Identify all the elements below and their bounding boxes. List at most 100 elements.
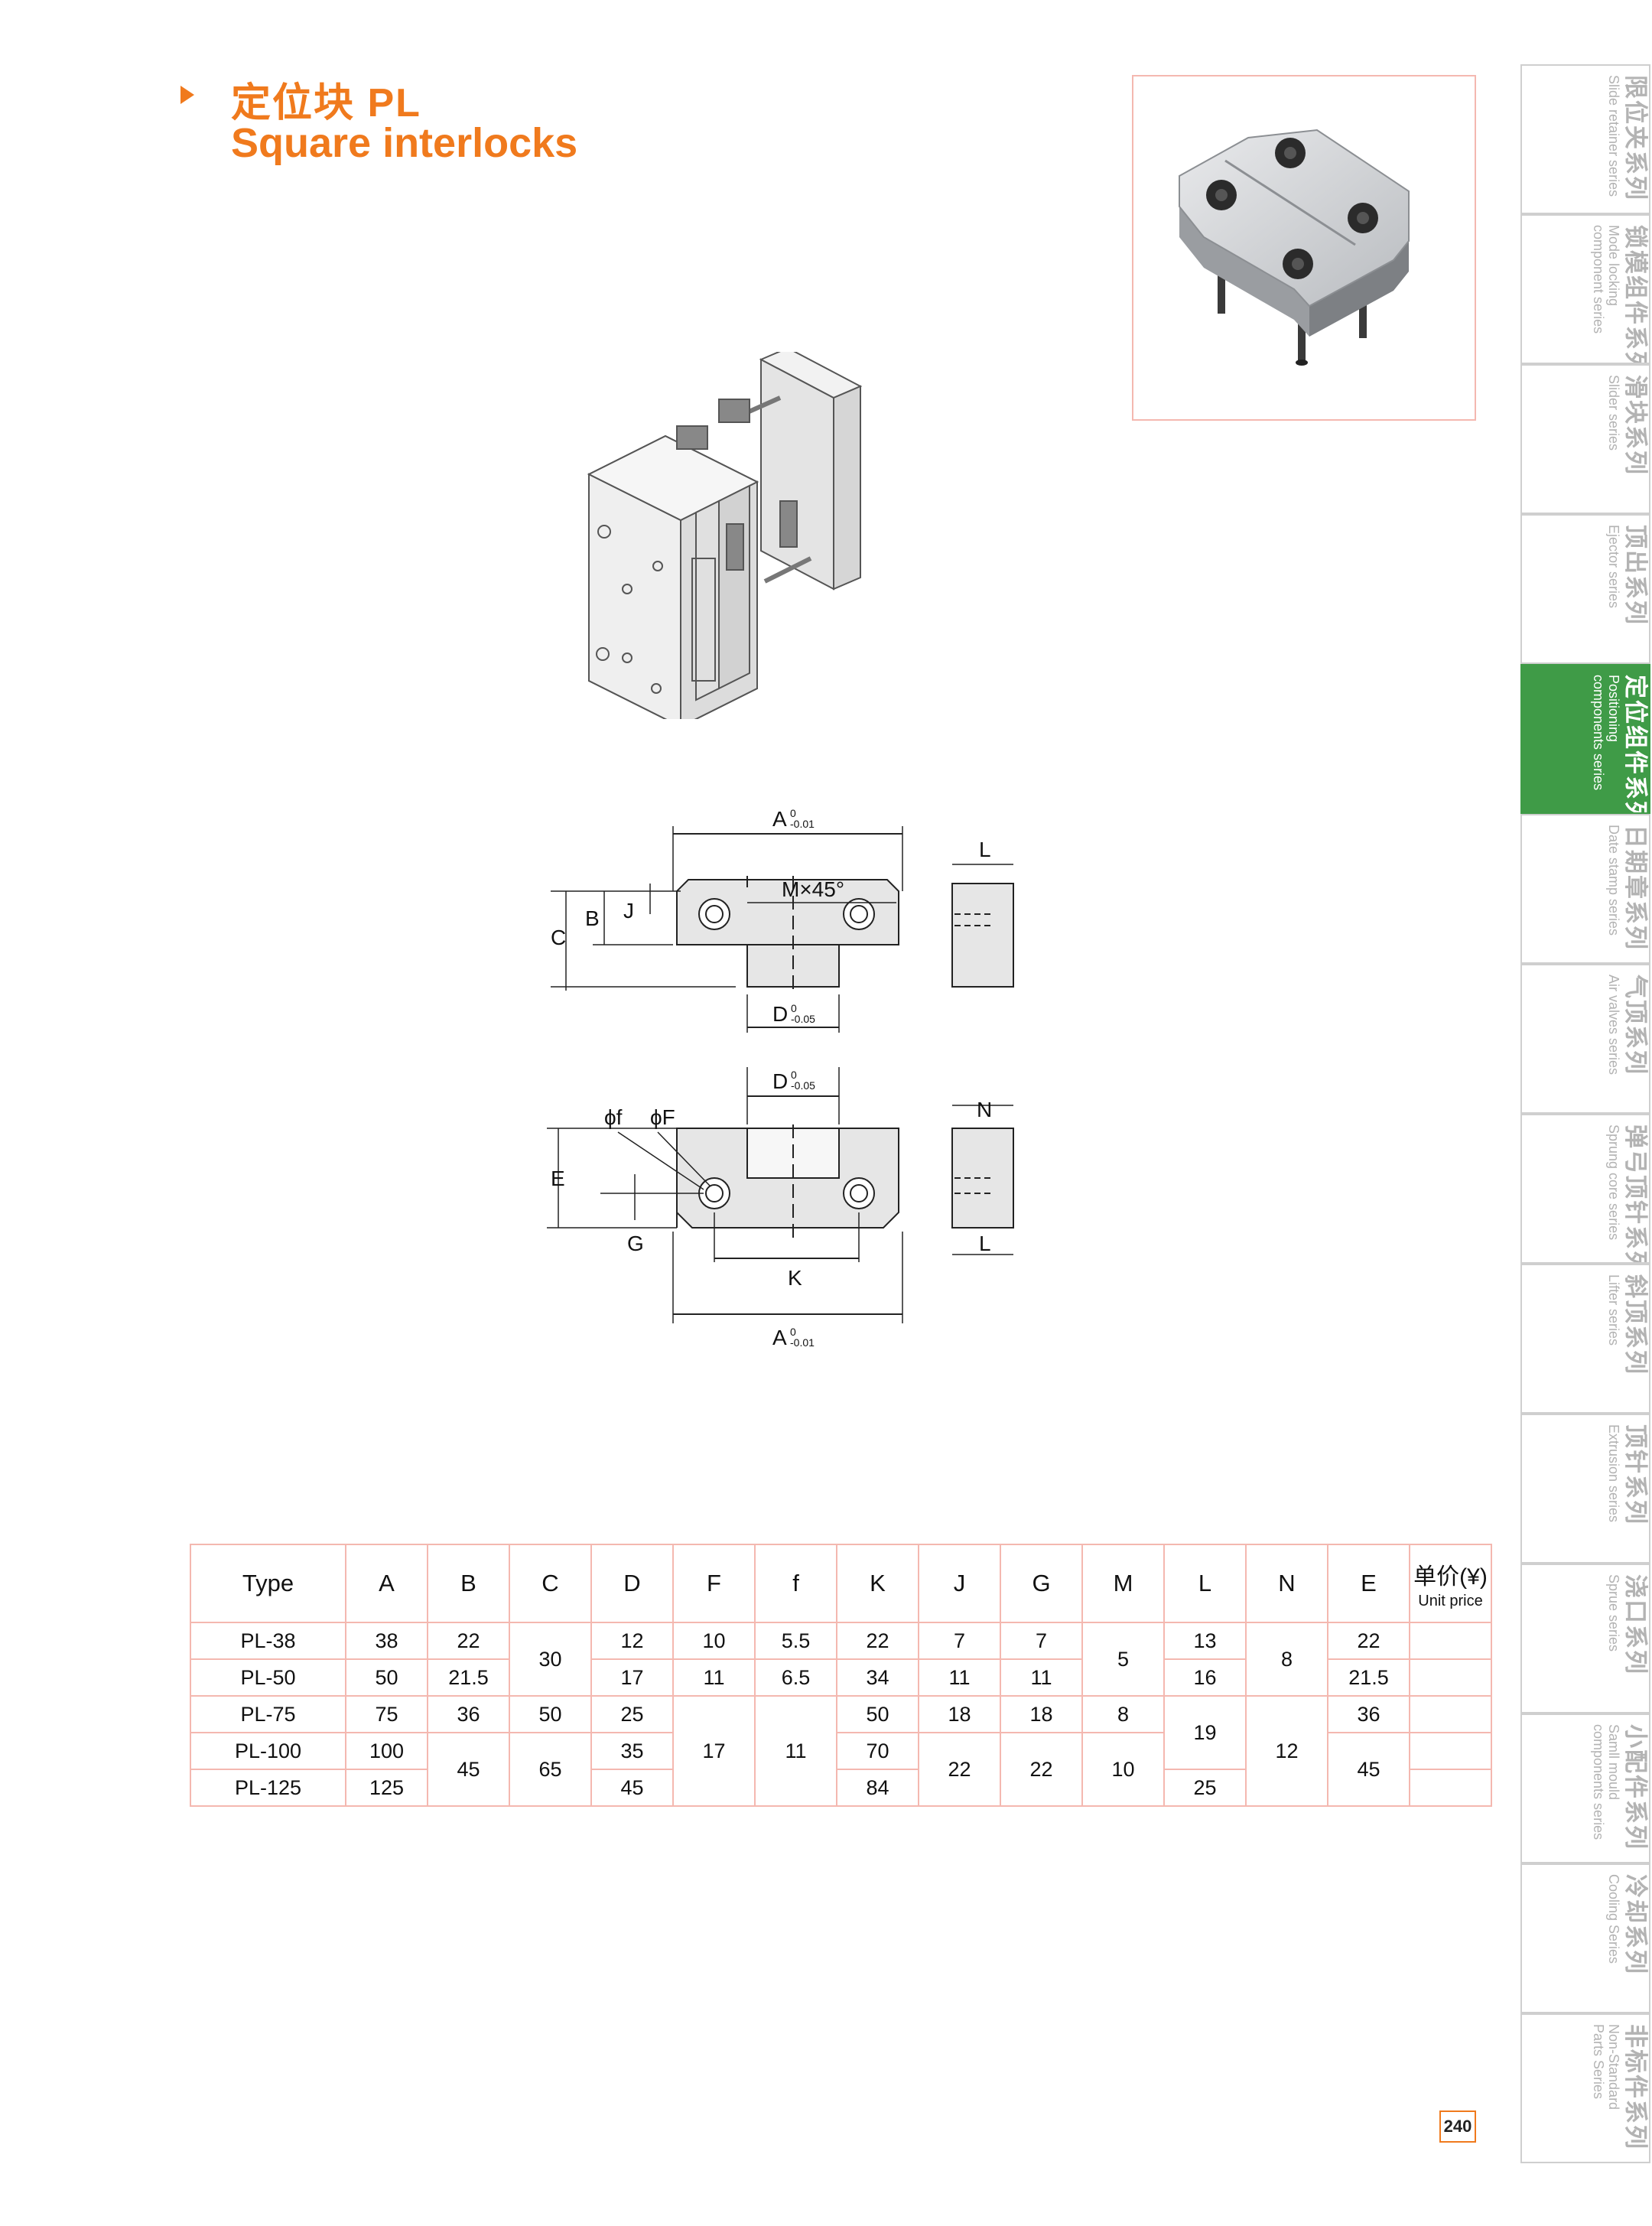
tab-label-en: Slide retainer series [1606, 75, 1621, 197]
table-row: PL-125 125 45 84 25 [190, 1769, 1492, 1807]
cell-b: 21.5 [427, 1658, 510, 1697]
cell-f-upper: 11 [672, 1658, 756, 1697]
cell-d: 35 [590, 1732, 674, 1770]
header-m: M [1081, 1544, 1165, 1623]
cell-j: 22 [918, 1732, 1001, 1807]
cell-l: 13 [1163, 1622, 1247, 1660]
cell-price [1409, 1732, 1492, 1770]
dim-d-label: D [772, 1002, 788, 1026]
mold-assembly-illustration [581, 347, 964, 728]
cell-l: 16 [1163, 1658, 1247, 1697]
dim-phi-f-large-label: ϕF [650, 1105, 675, 1129]
cell-b: 36 [427, 1695, 510, 1733]
cell-b: 45 [427, 1732, 510, 1807]
product-photo [1132, 75, 1476, 421]
tab-label-en: Date stamp series [1606, 825, 1621, 936]
cell-e: 22 [1327, 1622, 1410, 1660]
cell-n: 12 [1245, 1695, 1328, 1807]
cell-f-upper: 17 [672, 1695, 756, 1807]
dim-b-label: B [585, 906, 600, 930]
tab-label-cn: 日期章系列 [1622, 825, 1649, 951]
dim-a2-label: A [772, 1326, 787, 1349]
table-row: PL-75 75 36 50 25 17 11 50 18 18 8 19 12… [190, 1695, 1492, 1807]
cell-price [1409, 1622, 1492, 1660]
unit-price-cn: 单价(¥) [1413, 1564, 1488, 1590]
tab-label-cn: 顶出系列 [1622, 525, 1649, 626]
dim-l-label: L [979, 838, 991, 861]
tab-label-cn: 小配件系列 [1622, 1724, 1649, 1850]
tab-label-cn: 顶针系列 [1622, 1424, 1649, 1525]
dim-d2-label: D [772, 1069, 788, 1093]
tab-label-cn: 定位组件系列 [1622, 675, 1649, 814]
dim-a-label: A [772, 807, 787, 831]
header-b: B [427, 1544, 510, 1623]
dim-k-label: K [788, 1266, 802, 1290]
tab-label-cn: 斜顶系列 [1622, 1274, 1649, 1375]
tab-label-en: Non-Standard Parts Series [1591, 2024, 1621, 2110]
tab-label-en: Positioning components series [1591, 675, 1621, 791]
cell-k: 70 [836, 1732, 919, 1770]
title-english: Square interlocks [231, 120, 578, 166]
cell-m: 10 [1081, 1732, 1165, 1807]
header-f-upper: F [672, 1544, 756, 1623]
dim-j-label: J [623, 899, 634, 923]
page-number: 240 [1439, 2110, 1476, 2143]
cell-price [1409, 1658, 1492, 1697]
title-arrow-icon [180, 86, 194, 104]
header-f-lower: f [754, 1544, 837, 1623]
cell-k: 22 [836, 1622, 919, 1660]
tab-label-en: Air valves series [1606, 975, 1621, 1076]
dim-a2-tol-bottom: -0.01 [790, 1336, 815, 1349]
tab-label-en: Sprue series [1606, 1574, 1621, 1652]
cell-f-upper: 10 [672, 1622, 756, 1660]
cell-d: 12 [590, 1622, 674, 1660]
header-g: G [1000, 1544, 1083, 1623]
cell-c: 50 [509, 1695, 592, 1733]
cell-type: PL-75 [190, 1695, 346, 1733]
tab-label-en: Cooling Series [1606, 1874, 1621, 1964]
table-row: PL-38 38 22 30 12 10 5.5 22 7 7 5 13 8 2… [190, 1622, 1492, 1697]
cell-l: 25 [1163, 1769, 1247, 1807]
header-e: E [1327, 1544, 1410, 1623]
cell-k: 34 [836, 1658, 919, 1697]
tab-label-cn: 弹弓顶针系列 [1622, 1124, 1649, 1264]
spec-table: Type A B C D F f K J G M L N E 单价(¥) Uni… [190, 1544, 1492, 1807]
dim-d2-tol-bottom: -0.05 [791, 1079, 815, 1092]
dim-g-label: G [627, 1232, 644, 1255]
dim-m-label: M×45° [782, 877, 844, 901]
cell-g: 18 [1000, 1695, 1083, 1733]
dim-a-tol-bottom: -0.01 [790, 818, 815, 830]
cell-d: 25 [590, 1695, 674, 1733]
cell-d: 17 [590, 1658, 674, 1697]
dim-e-label: E [551, 1167, 565, 1190]
tab-label-cn: 浇口系列 [1622, 1574, 1649, 1675]
tab-label-en: Sprung core series [1606, 1124, 1621, 1241]
tab-label-cn: 限位夹系列 [1622, 75, 1649, 201]
cell-a: 75 [345, 1695, 428, 1733]
tab-label-en: Samll mould components series [1591, 1724, 1621, 1840]
tab-label-cn: 冷却系列 [1622, 1874, 1649, 1975]
dim-a-tol-top: 0 [790, 807, 796, 819]
cell-n: 8 [1245, 1622, 1328, 1697]
tab-label-en: Mode locking component series [1591, 225, 1621, 334]
cell-m: 8 [1081, 1695, 1165, 1733]
cell-g: 11 [1000, 1658, 1083, 1697]
cell-f-lower: 5.5 [754, 1622, 837, 1660]
dim-d-tol-top: 0 [791, 1002, 797, 1014]
cell-f-lower: 6.5 [754, 1658, 837, 1697]
interlock-product-image [1179, 129, 1410, 366]
